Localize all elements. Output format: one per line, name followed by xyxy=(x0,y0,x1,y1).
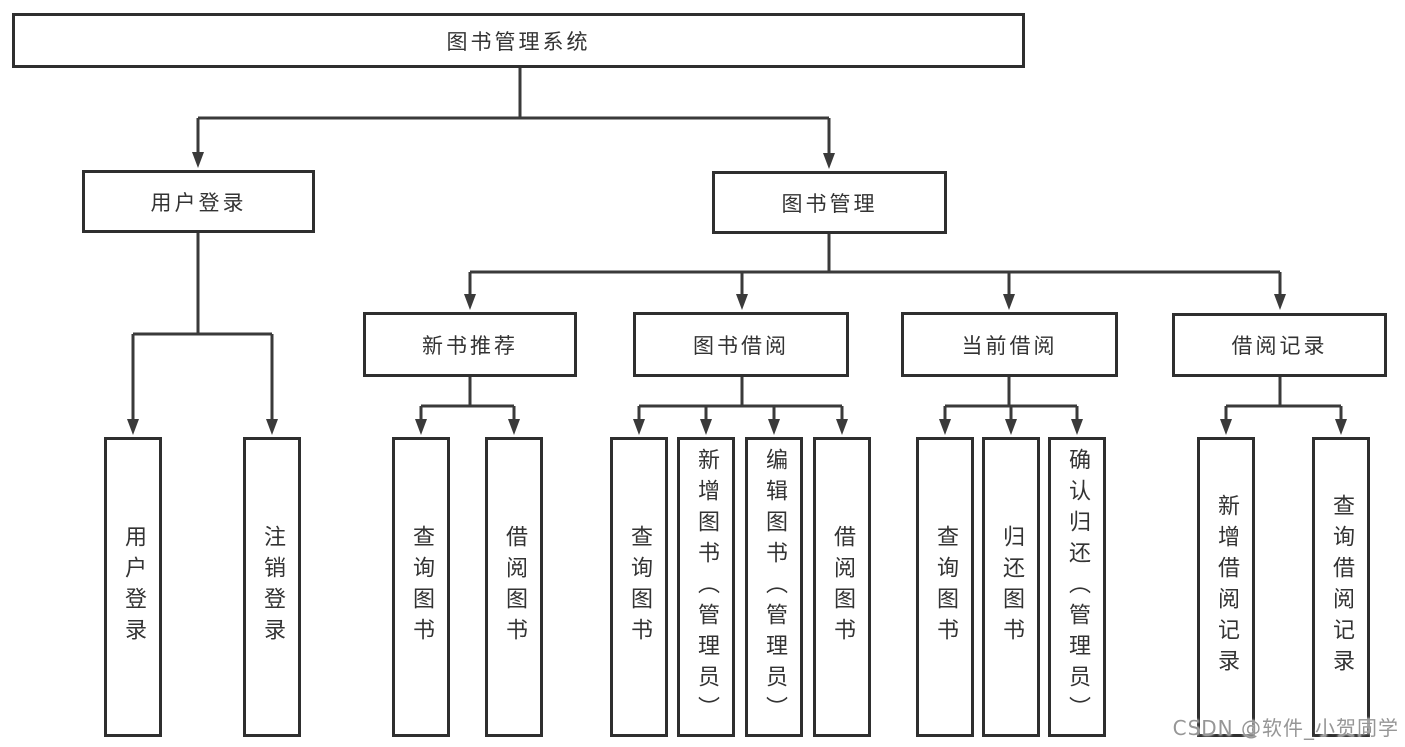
watermark: CSDN @软件_小贺同学 xyxy=(1172,716,1399,740)
node-label: 归还图书 xyxy=(999,525,1024,649)
node-label: 查询图书 xyxy=(933,525,958,649)
node-label: 当前借阅 xyxy=(961,333,1058,358)
node-current-borrow: 当前借阅 xyxy=(901,312,1118,377)
leaf-user-login: 用户登录 xyxy=(104,437,162,737)
leaf-add-book-admin: 新增图书（管理员） xyxy=(677,437,735,737)
leaf-query-books-current: 查询图书 xyxy=(916,437,974,737)
node-label: 新增图书（管理员） xyxy=(694,447,719,727)
node-label: 新书推荐 xyxy=(422,333,518,358)
leaf-query-books-borrow: 查询图书 xyxy=(610,437,668,737)
node-label: 查询借阅记录 xyxy=(1329,494,1354,680)
leaf-borrow-books: 借阅图书 xyxy=(813,437,871,737)
node-user-login: 用户登录 xyxy=(82,170,315,233)
leaf-edit-book-admin: 编辑图书（管理员） xyxy=(745,437,803,737)
node-label: 新增借阅记录 xyxy=(1214,494,1239,680)
node-label: 查询图书 xyxy=(627,525,652,649)
node-borrow-records: 借阅记录 xyxy=(1172,313,1387,377)
node-label: 图书管理 xyxy=(781,191,878,216)
node-library-system: 图书管理系统 xyxy=(12,13,1025,68)
node-new-book-recommend: 新书推荐 xyxy=(363,312,577,377)
node-label: 用户登录 xyxy=(121,525,146,649)
node-label: 图书借阅 xyxy=(693,333,789,358)
node-label: 借阅记录 xyxy=(1231,334,1328,358)
node-label: 借阅图书 xyxy=(502,525,527,649)
node-label: 确认归还（管理员） xyxy=(1065,447,1090,727)
node-book-management: 图书管理 xyxy=(712,171,947,234)
leaf-logout: 注销登录 xyxy=(243,437,301,737)
leaf-return-book: 归还图书 xyxy=(982,437,1040,737)
node-label: 注销登录 xyxy=(260,525,285,649)
node-label: 查询图书 xyxy=(409,525,434,649)
leaf-borrow-books-recommend: 借阅图书 xyxy=(485,437,543,737)
leaf-add-borrow-record: 新增借阅记录 xyxy=(1197,437,1255,737)
node-label: 用户登录 xyxy=(150,190,247,215)
leaf-query-borrow-record: 查询借阅记录 xyxy=(1312,437,1370,737)
node-label: 图书管理系统 xyxy=(446,29,591,54)
leaf-confirm-return-admin: 确认归还（管理员） xyxy=(1048,437,1106,737)
node-label: 借阅图书 xyxy=(830,525,855,649)
node-book-borrow: 图书借阅 xyxy=(633,312,849,377)
leaf-query-books-recommend: 查询图书 xyxy=(392,437,450,737)
node-label: 编辑图书（管理员） xyxy=(762,447,787,727)
arrowheads xyxy=(127,152,1347,435)
